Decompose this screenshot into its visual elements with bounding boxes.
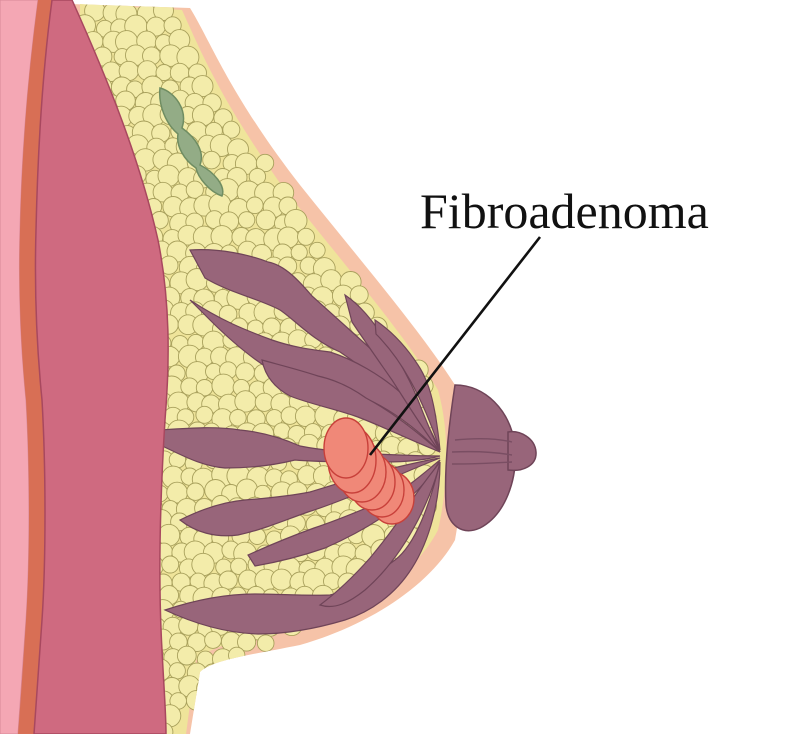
fat-lobule — [257, 635, 274, 652]
fat-lobule — [309, 242, 325, 258]
fat-lobule — [298, 228, 315, 245]
fibroadenoma-label: Fibroadenoma — [420, 183, 709, 239]
fat-lobule — [212, 374, 235, 397]
fat-lobule — [203, 151, 221, 169]
fat-lobule — [247, 197, 264, 214]
fat-lobule — [219, 571, 237, 589]
fat-lobule — [271, 569, 292, 590]
fat-lobule — [238, 212, 254, 228]
fat-lobule — [177, 646, 196, 665]
fat-lobule — [169, 663, 185, 679]
fat-lobule — [196, 406, 213, 423]
fat-lobule — [192, 553, 214, 575]
fat-lobule — [205, 632, 222, 649]
fat-lobule — [236, 363, 255, 382]
fat-lobule — [187, 483, 204, 500]
fat-lobule — [256, 210, 276, 230]
fat-lobule — [162, 556, 179, 573]
fat-lobule — [235, 391, 256, 412]
fat-lobule — [158, 524, 180, 546]
